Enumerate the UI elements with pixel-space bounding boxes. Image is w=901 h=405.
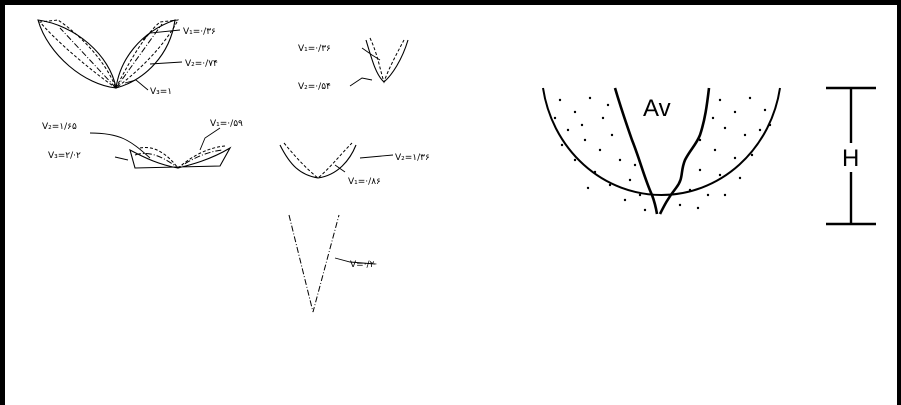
panel-4: V₂=۱/۳۶ V₁=·/۸۶ [279, 142, 430, 187]
profile-dashed [369, 37, 405, 84]
cross-section: Av [542, 87, 781, 215]
label-v3: V₃=۲/·۲ [48, 151, 81, 161]
profile-dashdot [288, 214, 340, 313]
label-v2: V₂=۱/۶۵ [42, 122, 77, 132]
profile-solid [129, 146, 232, 169]
profile-solid [279, 144, 357, 179]
panel-1: V₁=·/۳۶ V₂=·/۷۴ V₃=۱ [37, 19, 218, 97]
profile-solid [365, 39, 409, 83]
label-v1: V₁=·/۵۹ [210, 119, 243, 129]
crack-right-edge [658, 87, 711, 215]
leader-v2 [89, 132, 151, 159]
leader-v3 [114, 156, 129, 161]
leader-v [334, 257, 376, 265]
crack-left-edge [613, 87, 659, 215]
label-v2: V₂=·/۷۴ [185, 59, 218, 69]
profile-dashdot [134, 149, 223, 169]
leader-v1 [361, 47, 381, 61]
leader-v3 [124, 79, 149, 91]
panel-5: V=·/۲· [288, 214, 377, 313]
label-v: V=·/۲· [350, 260, 377, 270]
height-dimension: H [826, 86, 876, 226]
label-v2: V₂=·/۵۴ [298, 82, 331, 92]
label-v2: V₂=۱/۳۶ [395, 153, 430, 163]
leader-v2 [359, 154, 394, 159]
leader-v1 [334, 164, 346, 173]
axis-right [115, 23, 163, 89]
panel-2: V₁=·/۳۶ V₂=·/۵۴ [298, 37, 409, 92]
profile-dashed [283, 142, 353, 179]
axis-left [59, 27, 117, 89]
profile-v1-dashed [39, 19, 118, 90]
leader-v2 [149, 61, 183, 65]
semicircle-outline [542, 87, 781, 196]
stipple-dots [553, 96, 772, 212]
panel-3: V₁=·/۵۹ V₂=۱/۶۵ V₃=۲/·۲ [42, 119, 243, 169]
profile-v3-solid [37, 19, 117, 89]
aperture-label: Av [643, 95, 671, 122]
leader-v1 [142, 29, 181, 41]
label-v1: V₁=·/۸۶ [348, 177, 381, 187]
label-v1: V₁=·/۳۶ [298, 44, 331, 54]
height-label: H [842, 145, 859, 172]
label-v3: V₃=۱ [150, 87, 172, 97]
label-v1: V₁=·/۳۶ [183, 27, 216, 37]
leader-v2 [349, 77, 373, 87]
profile-v1-dashed-right [115, 19, 179, 89]
leader-v1 [199, 127, 221, 151]
profile-v3-solid-right [115, 19, 176, 89]
